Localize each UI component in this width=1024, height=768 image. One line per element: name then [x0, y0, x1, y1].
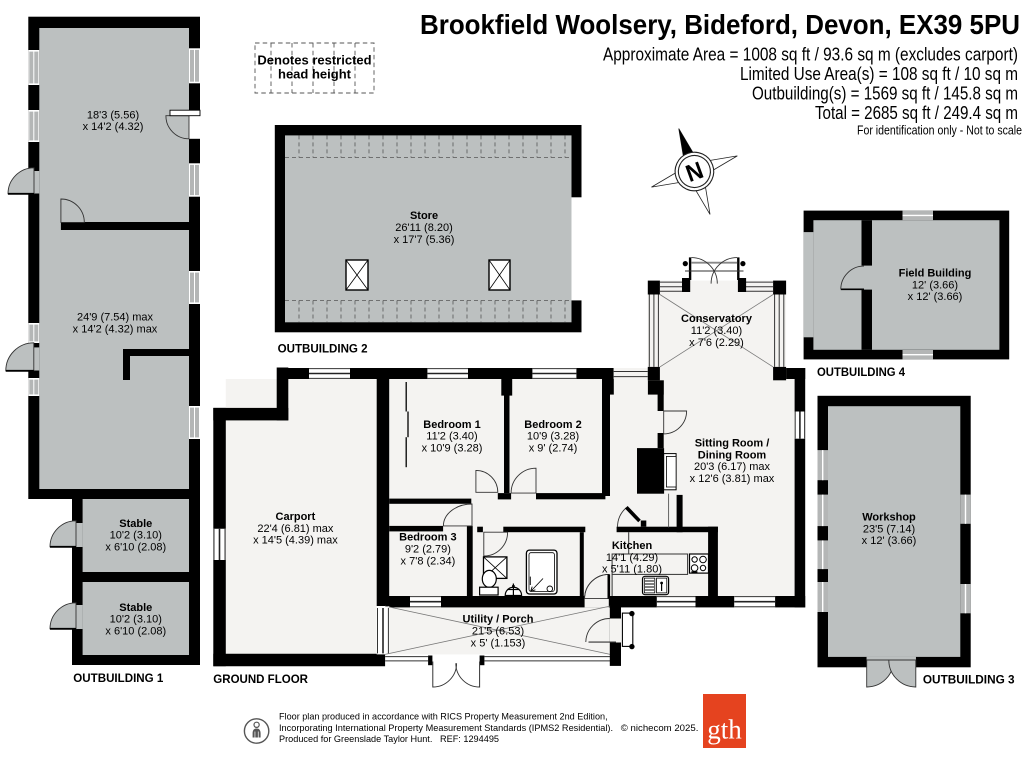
- svg-text:Bedroom 3: Bedroom 3: [399, 532, 456, 544]
- svg-text:11'2 (3.40): 11'2 (3.40): [691, 325, 742, 337]
- svg-text:OUTBUILDING 1: OUTBUILDING 1: [73, 673, 164, 685]
- svg-text:Workshop: Workshop: [862, 512, 916, 524]
- svg-text:OUTBUILDING 4: OUTBUILDING 4: [817, 367, 906, 379]
- svg-text:9'2 (2.79): 9'2 (2.79): [405, 544, 451, 556]
- svg-text:Brookfield Woolsery, Bideford,: Brookfield Woolsery, Bideford, Devon, EX…: [420, 9, 1020, 40]
- svg-text:x 17'7 (5.36): x 17'7 (5.36): [394, 234, 455, 246]
- svg-text:26'11 (8.20): 26'11 (8.20): [395, 222, 453, 234]
- svg-text:Bedroom 2: Bedroom 2: [524, 419, 581, 431]
- svg-text:18'3 (5.56): 18'3 (5.56): [87, 109, 139, 121]
- svg-text:x 9' (2.74): x 9' (2.74): [529, 442, 578, 454]
- svg-text:x 14'5 (4.39) max: x 14'5 (4.39) max: [253, 535, 338, 547]
- svg-text:x 12' (3.66): x 12' (3.66): [862, 535, 917, 547]
- svg-text:Sitting Room /: Sitting Room /: [695, 438, 770, 450]
- svg-text:Bedroom 1: Bedroom 1: [423, 419, 480, 431]
- svg-text:x 14'2 (4.32) max: x 14'2 (4.32) max: [73, 323, 158, 335]
- svg-text:gth: gth: [707, 715, 742, 745]
- svg-text:x 6'10 (2.08): x 6'10 (2.08): [105, 626, 166, 638]
- svg-text:GROUND FLOOR: GROUND FLOOR: [213, 674, 308, 686]
- svg-text:23'5 (7.14): 23'5 (7.14): [863, 523, 915, 535]
- svg-text:x 14'2 (4.32): x 14'2 (4.32): [83, 121, 144, 133]
- svg-text:Utility / Porch: Utility / Porch: [463, 614, 534, 626]
- svg-text:Floor plan produced in accorda: Floor plan produced in accordance with R…: [279, 712, 608, 723]
- svg-text:OUTBUILDING 3: OUTBUILDING 3: [923, 674, 1015, 686]
- svg-text:Stable: Stable: [119, 602, 152, 614]
- svg-text:Dining Room: Dining Room: [698, 449, 767, 461]
- svg-text:x 10'9 (3.28): x 10'9 (3.28): [422, 442, 483, 454]
- svg-text:Outbuilding(s) = 1569 sq ft /: Outbuilding(s) = 1569 sq ft / 145.8 sq m: [752, 83, 1018, 104]
- svg-text:14'1 (4.29): 14'1 (4.29): [606, 552, 658, 564]
- svg-text:10'9 (3.28): 10'9 (3.28): [527, 431, 579, 443]
- svg-text:x 5'11 (1.80): x 5'11 (1.80): [602, 564, 662, 576]
- svg-text:x 12' (3.66): x 12' (3.66): [908, 291, 963, 303]
- svg-text:20'3 (6.17) max: 20'3 (6.17) max: [694, 461, 771, 473]
- svg-text:Stable: Stable: [119, 518, 152, 530]
- svg-text:11'2 (3.40): 11'2 (3.40): [426, 431, 477, 443]
- svg-text:Store: Store: [410, 210, 438, 222]
- svg-text:Conservatory: Conservatory: [681, 313, 753, 325]
- svg-text:22'4 (6.81) max: 22'4 (6.81) max: [257, 523, 334, 535]
- svg-text:x 6'10 (2.08): x 6'10 (2.08): [105, 541, 166, 553]
- svg-text:12' (3.66): 12' (3.66): [912, 279, 958, 291]
- svg-text:24'9 (7.54) max: 24'9 (7.54) max: [77, 312, 154, 324]
- svg-text:Produced for Greenslade Taylor: Produced for Greenslade Taylor Hunt. REF…: [279, 734, 499, 745]
- svg-text:Field Building: Field Building: [899, 268, 972, 280]
- svg-text:Incorporating International Pr: Incorporating International Property Mea…: [279, 723, 613, 734]
- svg-text:x 7'6 (2.29): x 7'6 (2.29): [689, 337, 744, 349]
- svg-text:Approximate Area = 1008 sq ft: Approximate Area = 1008 sq ft / 93.6 sq …: [603, 44, 1018, 65]
- svg-text:For identification only - Not: For identification only - Not to scale: [857, 123, 1022, 138]
- svg-text:© nichecom 2025.: © nichecom 2025.: [621, 723, 699, 734]
- svg-text:x 5' (1.153): x 5' (1.153): [471, 637, 526, 649]
- svg-text:x 7'8 (2.34): x 7'8 (2.34): [401, 555, 456, 567]
- svg-text:10'2 (3.10): 10'2 (3.10): [110, 530, 162, 542]
- svg-text:Limited Use Area(s) = 108 sq f: Limited Use Area(s) = 108 sq ft / 10 sq …: [740, 63, 1018, 84]
- svg-text:10'2 (3.10): 10'2 (3.10): [110, 614, 162, 626]
- svg-text:Kitchen: Kitchen: [612, 540, 653, 552]
- svg-text:Carport: Carport: [276, 511, 316, 523]
- svg-text:21'5 (6.53): 21'5 (6.53): [472, 626, 524, 638]
- svg-text:OUTBUILDING 2: OUTBUILDING 2: [278, 343, 368, 355]
- svg-text:x 12'6 (3.81) max: x 12'6 (3.81) max: [690, 473, 775, 485]
- svg-text:head height: head height: [278, 67, 352, 82]
- svg-text:Total = 2685 sq ft / 249.4 sq: Total = 2685 sq ft / 249.4 sq m: [815, 102, 1018, 123]
- svg-text:Denotes restricted: Denotes restricted: [257, 53, 371, 68]
